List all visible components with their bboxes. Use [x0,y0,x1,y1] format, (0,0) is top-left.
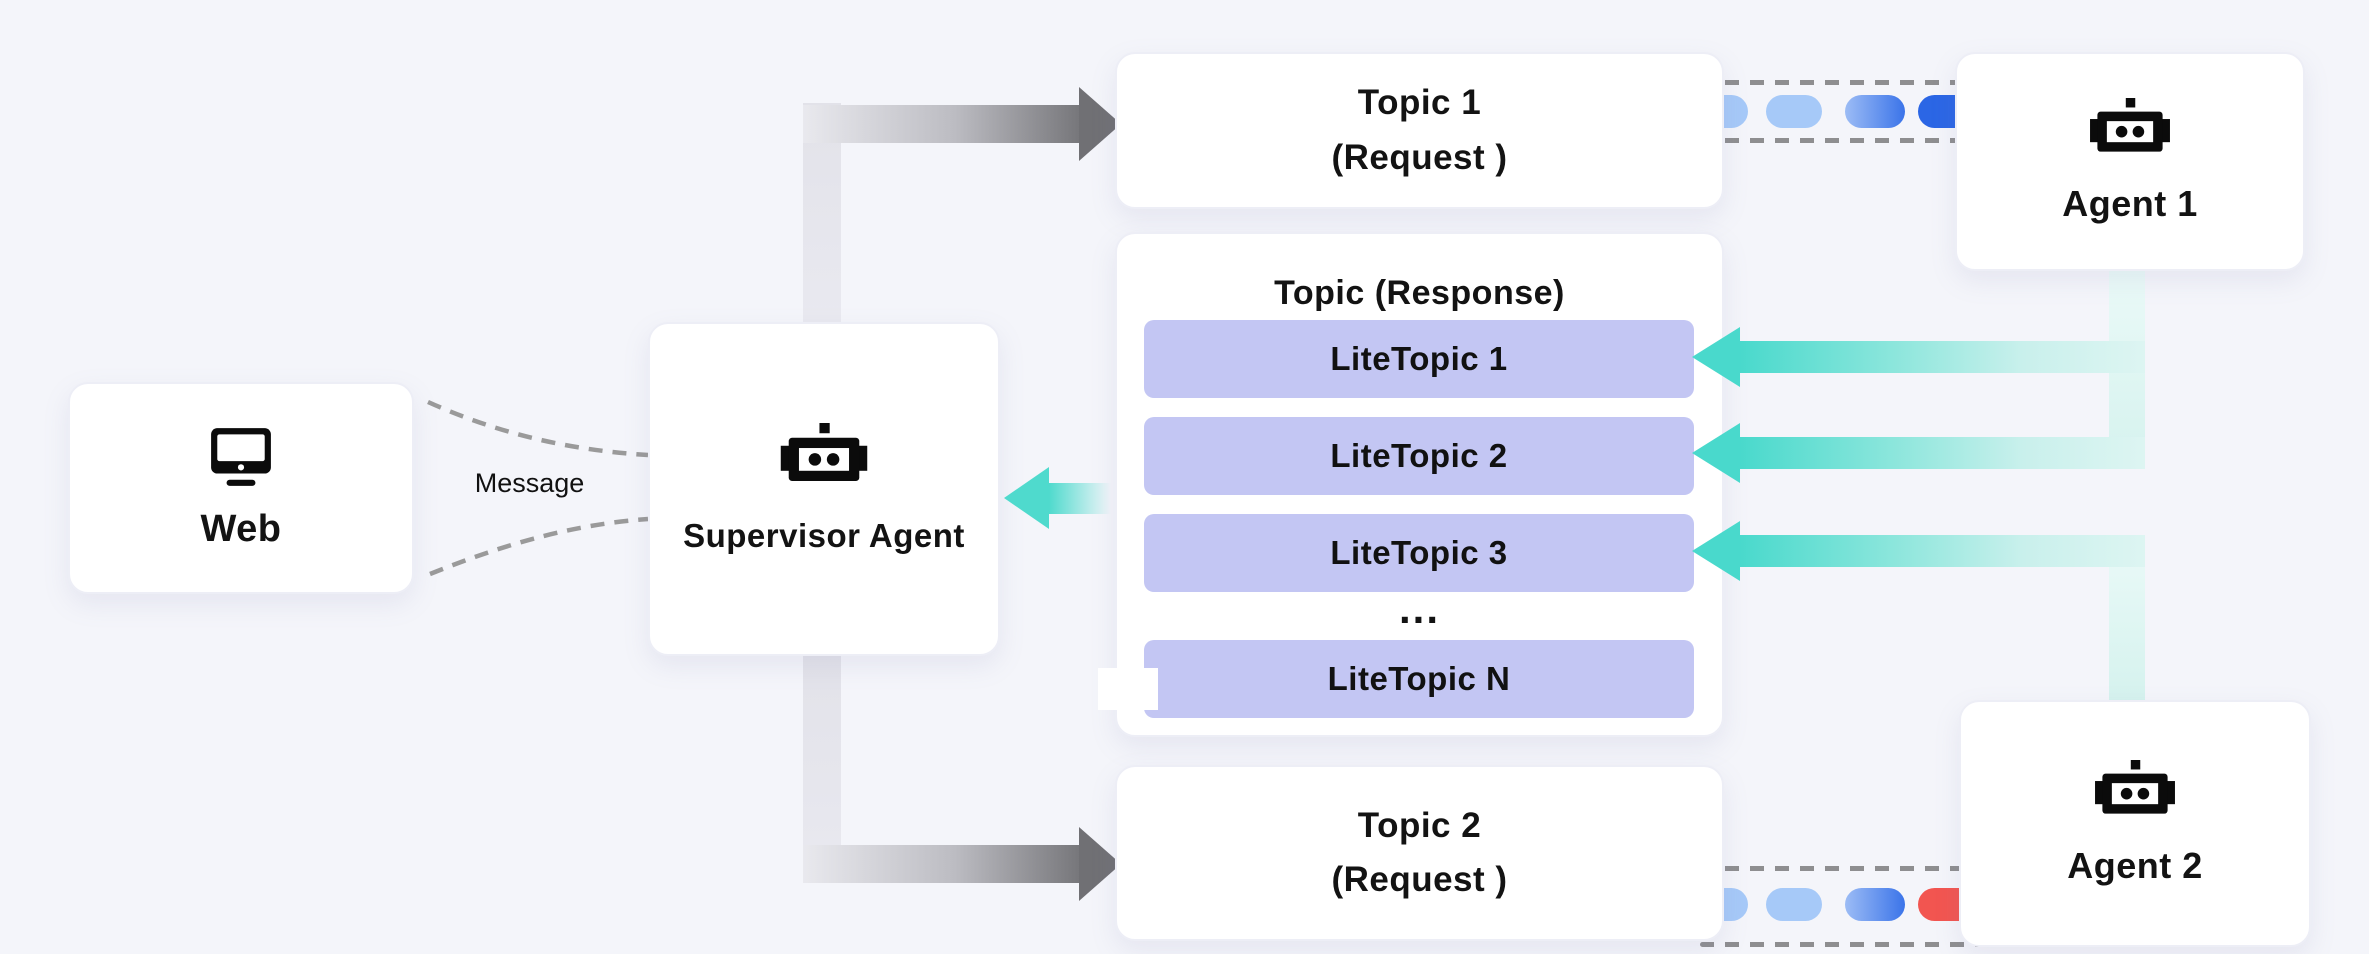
request-arrow-head-bottom [1079,827,1121,901]
response-arrow-shaft-litetopic2 [1740,437,2145,469]
supervisor-agent-node: Supervisor Agent [648,322,1000,656]
litetopic-2-bar: LiteTopic 2 [1144,417,1694,495]
queue-track-bottom-upper-dash [1700,866,1980,871]
queue-pill [1845,95,1905,128]
topic1-title: Topic 1 [1357,83,1482,123]
agent1-node: Agent 1 [1955,52,2305,271]
queue-pill [1766,888,1822,921]
request-arrow-shaft-bottom [803,845,1079,883]
queue-pill [1845,888,1905,921]
response-arrow-head-litetopic2 [1692,423,1740,483]
message-link-top [427,399,649,458]
white-patch-artifact [1098,668,1158,710]
agent2-label: Agent 2 [2067,845,2203,886]
request-arrow-head-top [1079,87,1121,161]
response-arrow-head-litetopic1 [1692,327,1740,387]
response-arrow-shaft-litetopic3 [1740,535,2145,567]
response-arrow-shaft-supervisor [1049,483,1111,514]
topic2-subtitle: (Request ) [1331,860,1508,899]
queue-track-bottom-lower-dash [1700,942,1980,947]
robot-icon [780,423,868,482]
queue-track-top-lower-dash [1700,138,1980,143]
queue-pill [1766,95,1822,128]
web-node: Web [68,382,414,594]
litetopic-ellipsis: ... [1398,585,1440,632]
queue-track-top-upper-dash [1700,80,1980,85]
robot-icon [2095,760,2175,814]
message-link-bottom [429,516,649,577]
agent2-node: Agent 2 [1959,700,2311,947]
litetopic-n-bar: LiteTopic N [1144,640,1694,718]
supervisor-agent-label: Supervisor Agent [683,517,965,554]
topic1-subtitle: (Request ) [1331,137,1508,177]
response-arrow-shaft-litetopic1 [1740,341,2145,373]
web-label: Web [200,507,282,550]
response-arrow-head-supervisor [1004,467,1049,529]
topic2-title: Topic 2 [1357,805,1482,845]
litetopic-3-bar: LiteTopic 3 [1144,514,1694,592]
topic1-request-node: Topic 1 (Request ) [1115,52,1724,209]
monitor-icon [211,427,271,486]
request-arrow-shaft-top [803,105,1079,143]
request-flow-vertical-bottom [803,652,841,883]
topic-response-node: Topic (Response) LiteTopic 1 LiteTopic 2… [1115,232,1724,737]
litetopic-1-bar: LiteTopic 1 [1144,320,1694,398]
message-label: Message [474,468,585,498]
robot-icon [2090,98,2170,152]
agent1-label: Agent 1 [2062,183,2198,224]
topic-response-title: Topic (Response) [1274,274,1565,312]
response-arrow-head-litetopic3 [1692,521,1740,581]
topic2-request-node: Topic 2 (Request ) [1115,765,1724,941]
